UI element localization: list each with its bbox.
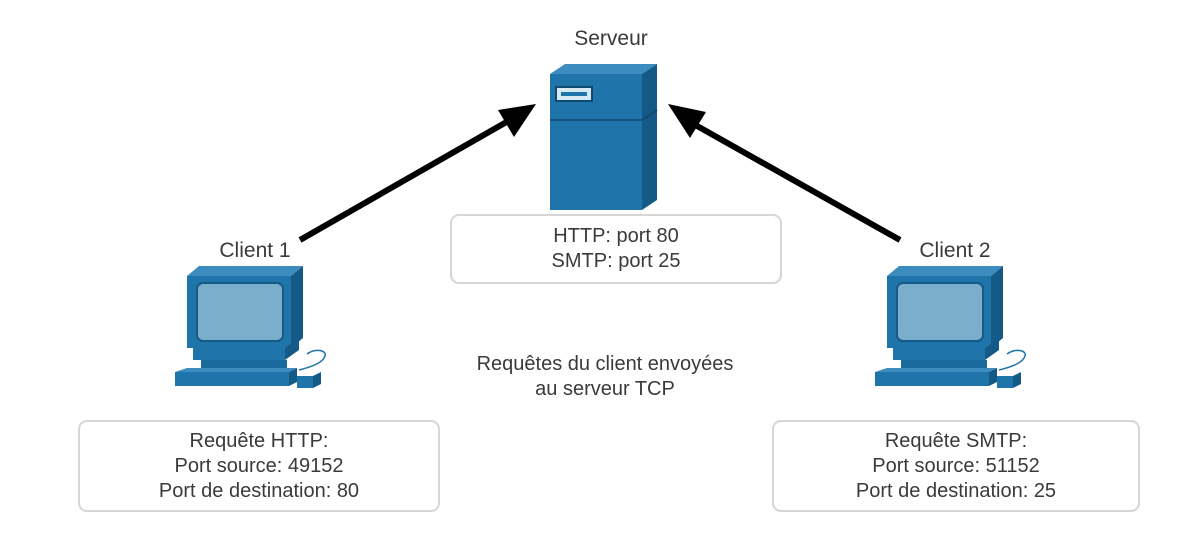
client1-computer-icon [175, 266, 326, 388]
client1-destination-port: Port de destination: 80 [158, 479, 360, 502]
client2-computer-icon [875, 266, 1026, 388]
client1-request-box: Requête HTTP: Port source: 49152 Port de… [78, 420, 440, 512]
server-ports-box: HTTP: port 80 SMTP: port 25 [450, 214, 782, 284]
caption-line-2: au serveur TCP [535, 378, 675, 400]
client1-source-port: Port source: 49152 [174, 454, 344, 477]
server-label: Serveur [574, 27, 648, 50]
client2-destination-port: Port de destination: 25 [855, 479, 1057, 502]
server-port-http: HTTP: port 80 [553, 225, 679, 247]
client2-request-box: Requête SMTP: Port source: 51152 Port de… [772, 420, 1140, 512]
server-port-smtp: SMTP: port 25 [551, 250, 681, 272]
arrow-client1-to-server [298, 104, 536, 243]
client2-source-port: Port source: 51152 [872, 454, 1040, 477]
client2-request-title: Requête SMTP: [884, 429, 1028, 452]
server-icon [550, 64, 658, 210]
client2-label: Client 2 [919, 239, 991, 262]
caption-line-1: Requêtes du client envoyées [476, 353, 734, 375]
arrow-client2-to-server [668, 104, 902, 243]
diagram-caption: Requêtes du client envoyées au serveur T… [430, 352, 780, 402]
client1-label: Client 1 [219, 239, 291, 262]
client1-request-title: Requête HTTP: [189, 429, 329, 452]
